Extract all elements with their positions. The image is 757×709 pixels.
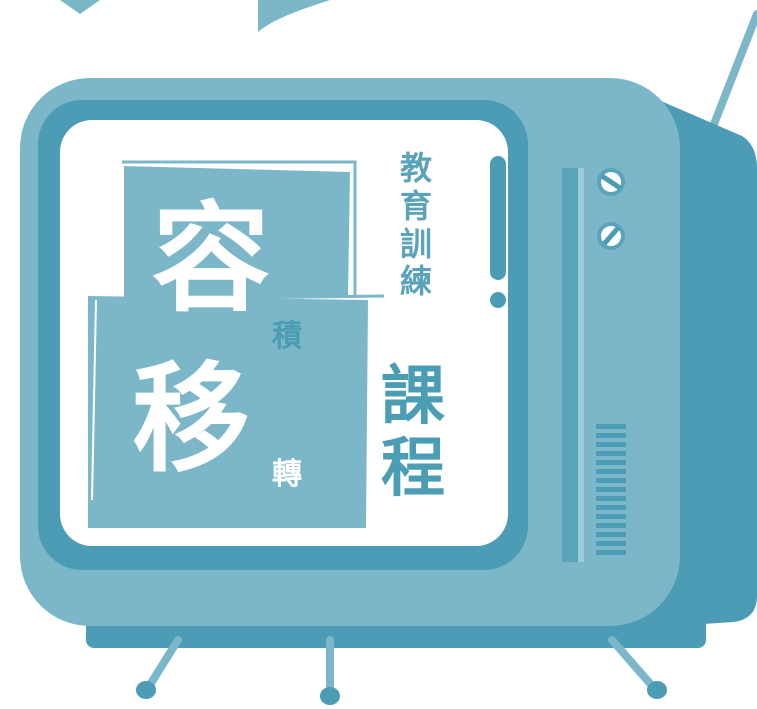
title-char-yi: 移 — [132, 350, 251, 488]
frame-lower-left — [91, 299, 97, 501]
top-left-shape — [60, 0, 100, 14]
control-panel-strip — [562, 168, 578, 562]
frame-top — [122, 160, 357, 298]
indicator-bar — [490, 156, 506, 280]
title-box-upper — [124, 166, 350, 300]
knob-icon — [597, 168, 625, 196]
knob-icon — [597, 222, 625, 250]
title-char-ji: 積 — [272, 319, 302, 354]
frame-right-line — [229, 294, 385, 300]
indicator-dot — [490, 292, 506, 308]
control-panel-strip-light — [578, 168, 584, 562]
title-box-lower — [88, 296, 368, 528]
subtitle-education-training: 教育訓練 — [399, 149, 432, 301]
title-char-zhuan: 轉 — [272, 457, 302, 492]
top-center-shape — [258, 0, 330, 32]
speaker-grille-icon — [596, 424, 626, 555]
tv-legs — [136, 636, 667, 705]
title-course: 課程 — [381, 360, 445, 506]
title-char-rong: 容 — [152, 190, 271, 328]
